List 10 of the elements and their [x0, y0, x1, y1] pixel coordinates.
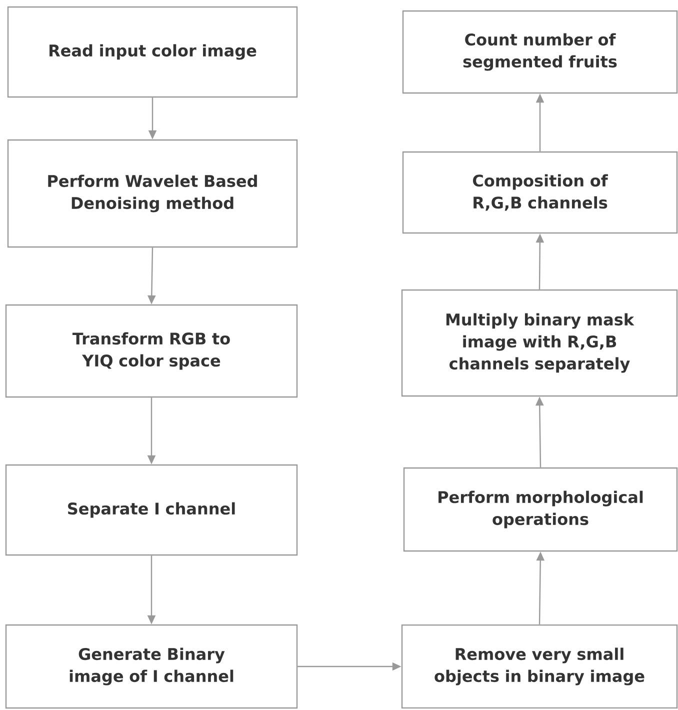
- process-box: Transform RGB to YIQ color space: [5, 304, 298, 398]
- process-box: Remove very small objects in binary image: [401, 624, 678, 709]
- process-box: Perform Wavelet Based Denoising method: [7, 139, 298, 248]
- process-box: Composition of R,G,B channels: [402, 151, 678, 234]
- process-box: Read input color image: [7, 6, 298, 98]
- process-box: Count number of segmented fruits: [402, 10, 678, 94]
- process-box: Separate I channel: [5, 464, 298, 556]
- process-box: Multiply binary mask image with R,G,B channels separately: [401, 289, 678, 397]
- process-box: Generate Binary image of I channel: [5, 624, 298, 709]
- process-box: Perform morphological operations: [403, 467, 678, 552]
